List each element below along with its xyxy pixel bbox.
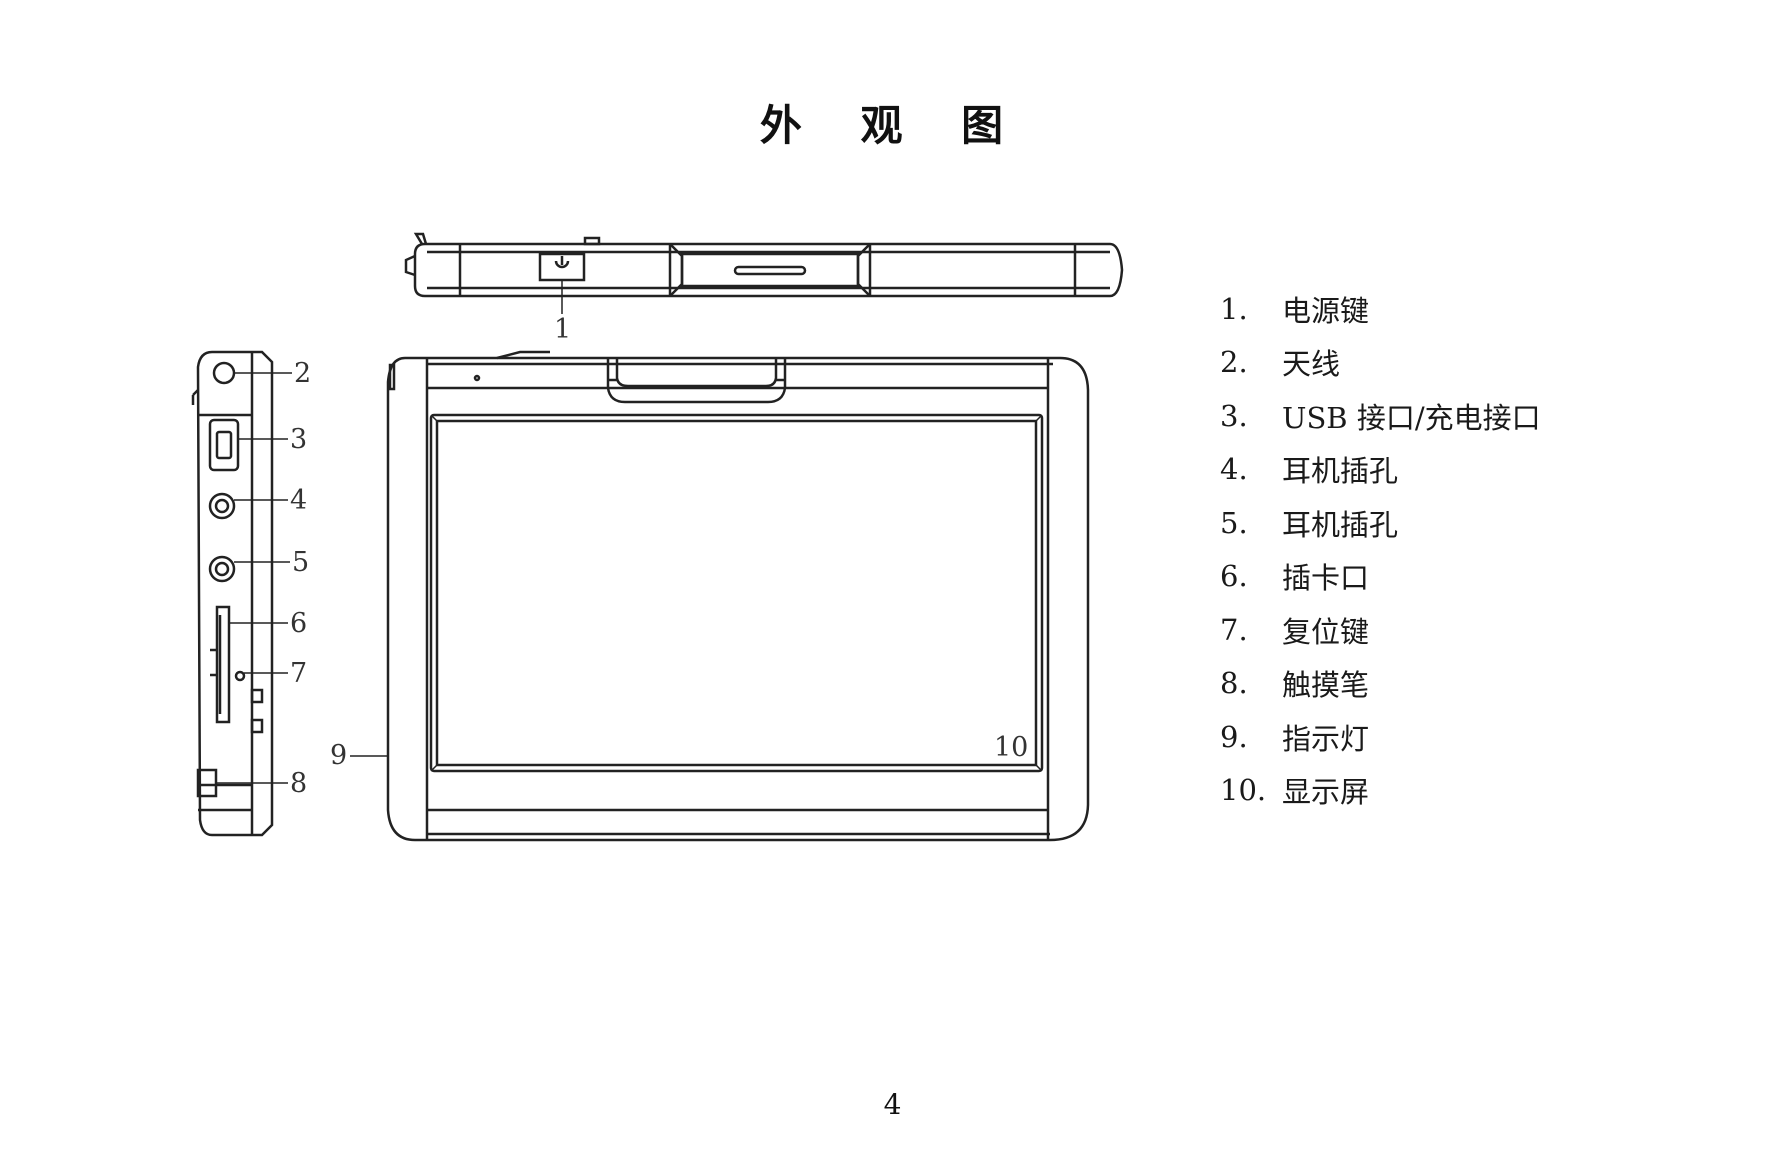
callout-3: 3	[290, 424, 307, 455]
legend-number: 2.	[1220, 345, 1248, 380]
legend-label: 指示灯	[1282, 721, 1370, 756]
legend-item: 8. 触摸笔	[1220, 657, 1541, 711]
callout-7: 7	[290, 658, 307, 689]
page-title: 外 观 图	[759, 101, 1026, 150]
legend-item: 5. 耳机插孔	[1220, 496, 1541, 550]
callout-leaders	[216, 372, 388, 784]
callout-10: 10	[994, 732, 1028, 763]
legend-number: 1.	[1220, 291, 1248, 326]
callout-9: 9	[330, 740, 347, 771]
legend-label: 耳机插孔	[1282, 454, 1399, 489]
legend-label: 显示屏	[1282, 775, 1370, 810]
legend-item: 7. 复位键	[1220, 603, 1541, 657]
legend-number: 4.	[1220, 452, 1248, 487]
legend-label: 天线	[1282, 347, 1341, 382]
legend-number: 3.	[1220, 398, 1248, 433]
legend-number: 7.	[1220, 612, 1248, 647]
legend-item: 6. 插卡口	[1220, 550, 1541, 604]
power-button-drawing	[538, 252, 586, 282]
top-view	[404, 232, 1124, 314]
legend-item: 1. 电源键	[1220, 282, 1541, 336]
callout-6: 6	[290, 608, 307, 639]
legend-label: 耳机插孔	[1282, 507, 1399, 542]
parts-legend: 1. 电源键 2. 天线 3. USB 接口/充电接口 4. 耳机插孔 5. 耳机插孔 6…	[1220, 282, 1541, 817]
legend-item: 9. 指示灯	[1220, 710, 1541, 764]
legend-number: 9.	[1220, 719, 1248, 754]
callout-4: 4	[290, 485, 307, 516]
device-drawing: 1 2 3 4 5 6 7 8 9 10	[191, 232, 1124, 842]
callout-2: 2	[294, 358, 311, 389]
callout-8: 8	[290, 768, 307, 799]
legend-label: 电源键	[1282, 293, 1370, 328]
front-view	[386, 350, 1090, 842]
legend-item: 10. 显示屏	[1220, 764, 1541, 818]
legend-label: 触摸笔	[1282, 668, 1370, 703]
legend-number: 6.	[1220, 559, 1248, 594]
callout-5: 5	[292, 547, 309, 578]
legend-item: 2. 天线	[1220, 336, 1541, 390]
legend-item: 4. 耳机插孔	[1220, 443, 1541, 497]
page-number: 4	[883, 1088, 902, 1121]
legend-label: 复位键	[1282, 614, 1370, 649]
legend-item: 3. USB 接口/充电接口	[1220, 389, 1541, 443]
legend-number: 8.	[1220, 666, 1248, 701]
legend-label: 插卡口	[1282, 561, 1370, 596]
side-view	[191, 350, 274, 837]
legend-number: 10.	[1220, 773, 1267, 808]
legend-label: USB 接口/充电接口	[1282, 400, 1541, 435]
device-diagram: 1 2 3 4 5 6 7 8 9 10	[190, 230, 1140, 850]
display-screen-drawing	[429, 413, 1044, 773]
legend-number: 5.	[1220, 505, 1248, 540]
callout-1: 1	[554, 314, 571, 345]
